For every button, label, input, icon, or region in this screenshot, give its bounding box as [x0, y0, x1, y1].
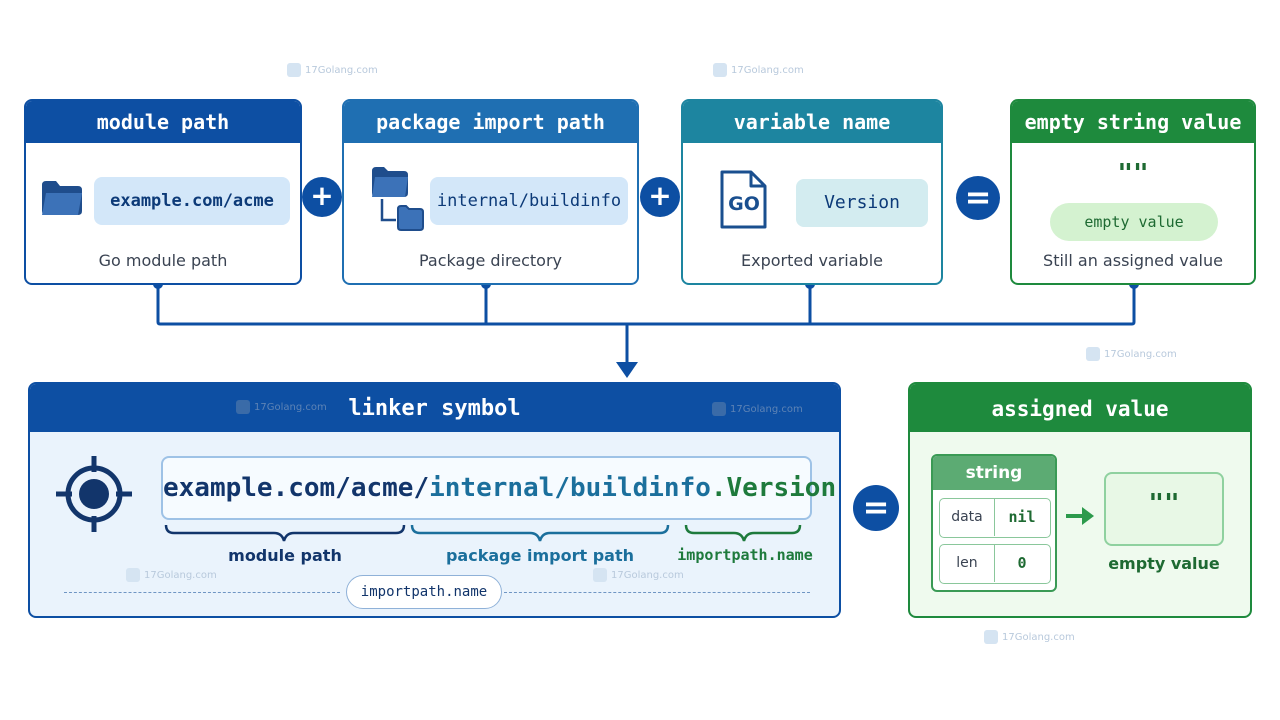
assigned-value-title: assigned value: [910, 384, 1250, 432]
linker-symbol-title: linker symbol: [30, 384, 839, 432]
linker-symbol-card: linker symbol 17Golang.com 17Golang.com …: [28, 382, 841, 618]
watermark: 17Golang.com: [126, 568, 217, 582]
field-value: nil: [994, 499, 1049, 536]
empty-string-value: empty value: [1050, 203, 1218, 241]
target-icon: [56, 456, 132, 532]
module-path-value: example.com/acme: [94, 177, 290, 225]
watermark: 17Golang.com: [593, 568, 684, 582]
result-empty-string: "": [1104, 472, 1224, 546]
folder-tree-icon: [372, 167, 424, 231]
watermark: 17Golang.com: [712, 402, 803, 416]
plus-icon: +: [640, 177, 680, 217]
string-struct: string data nil len 0: [931, 454, 1057, 592]
dashed-divider-left: [64, 592, 340, 593]
symbol-variable-part: .Version: [710, 473, 837, 503]
watermark: 17Golang.com: [713, 63, 804, 77]
module-path-caption: Go module path: [98, 251, 228, 270]
equals-icon: =: [853, 485, 899, 531]
package-path-title: package import path: [344, 101, 637, 143]
go-file-icon-label: GO: [728, 193, 760, 215]
go-file-icon: [720, 170, 767, 229]
importpath-name-badge: importpath.name: [346, 575, 502, 609]
symbol-package-part: internal/buildinfo: [429, 473, 711, 503]
package-path-card: package import path internal/buildinfo P…: [342, 99, 639, 285]
folder-icon: [42, 181, 82, 215]
dashed-divider-right: [504, 592, 810, 593]
empty-string-quote: "": [1117, 159, 1149, 189]
brace-label-name: importpath.name: [677, 546, 813, 564]
package-path-value: internal/buildinfo: [430, 177, 628, 225]
linker-symbol-value: example.com/acme/internal/buildinfo.Vers…: [161, 456, 836, 520]
plus-icon: +: [302, 177, 342, 217]
module-path-card: module path example.com/acme Go module p…: [24, 99, 302, 285]
field-name: len: [956, 555, 978, 571]
package-path-caption: Package directory: [419, 251, 562, 270]
watermark: 17Golang.com: [287, 63, 378, 77]
assigned-value-card: assigned value string data nil len 0 "" …: [908, 382, 1252, 618]
variable-name-title: variable name: [683, 101, 941, 143]
variable-name-card: variable name GO Version Exported variab…: [681, 99, 943, 285]
symbol-braces: [164, 524, 802, 542]
empty-string-title: empty string value: [1012, 101, 1254, 143]
brace-label-package: package import path: [445, 546, 635, 565]
variable-name-caption: Exported variable: [740, 251, 883, 270]
struct-field-data: data nil: [939, 498, 1051, 538]
field-name: data: [951, 509, 983, 525]
symbol-module-part: example.com/acme/: [163, 473, 430, 503]
empty-string-caption: Still an assigned value: [1043, 251, 1223, 270]
equals-icon: =: [956, 176, 1000, 220]
arrow-right-icon: [1066, 507, 1094, 525]
struct-field-len: len 0: [939, 544, 1051, 584]
string-struct-title: string: [933, 456, 1055, 490]
result-empty-label: empty value: [1108, 554, 1220, 573]
watermark: 17Golang.com: [1086, 347, 1177, 361]
empty-string-card: empty string value "" empty value Still …: [1010, 99, 1256, 285]
field-value: 0: [994, 545, 1049, 582]
watermark: 17Golang.com: [236, 400, 327, 414]
module-path-title: module path: [26, 101, 300, 143]
variable-name-value: Version: [796, 179, 928, 227]
brace-label-module: module path: [228, 546, 342, 565]
watermark: 17Golang.com: [984, 630, 1075, 644]
